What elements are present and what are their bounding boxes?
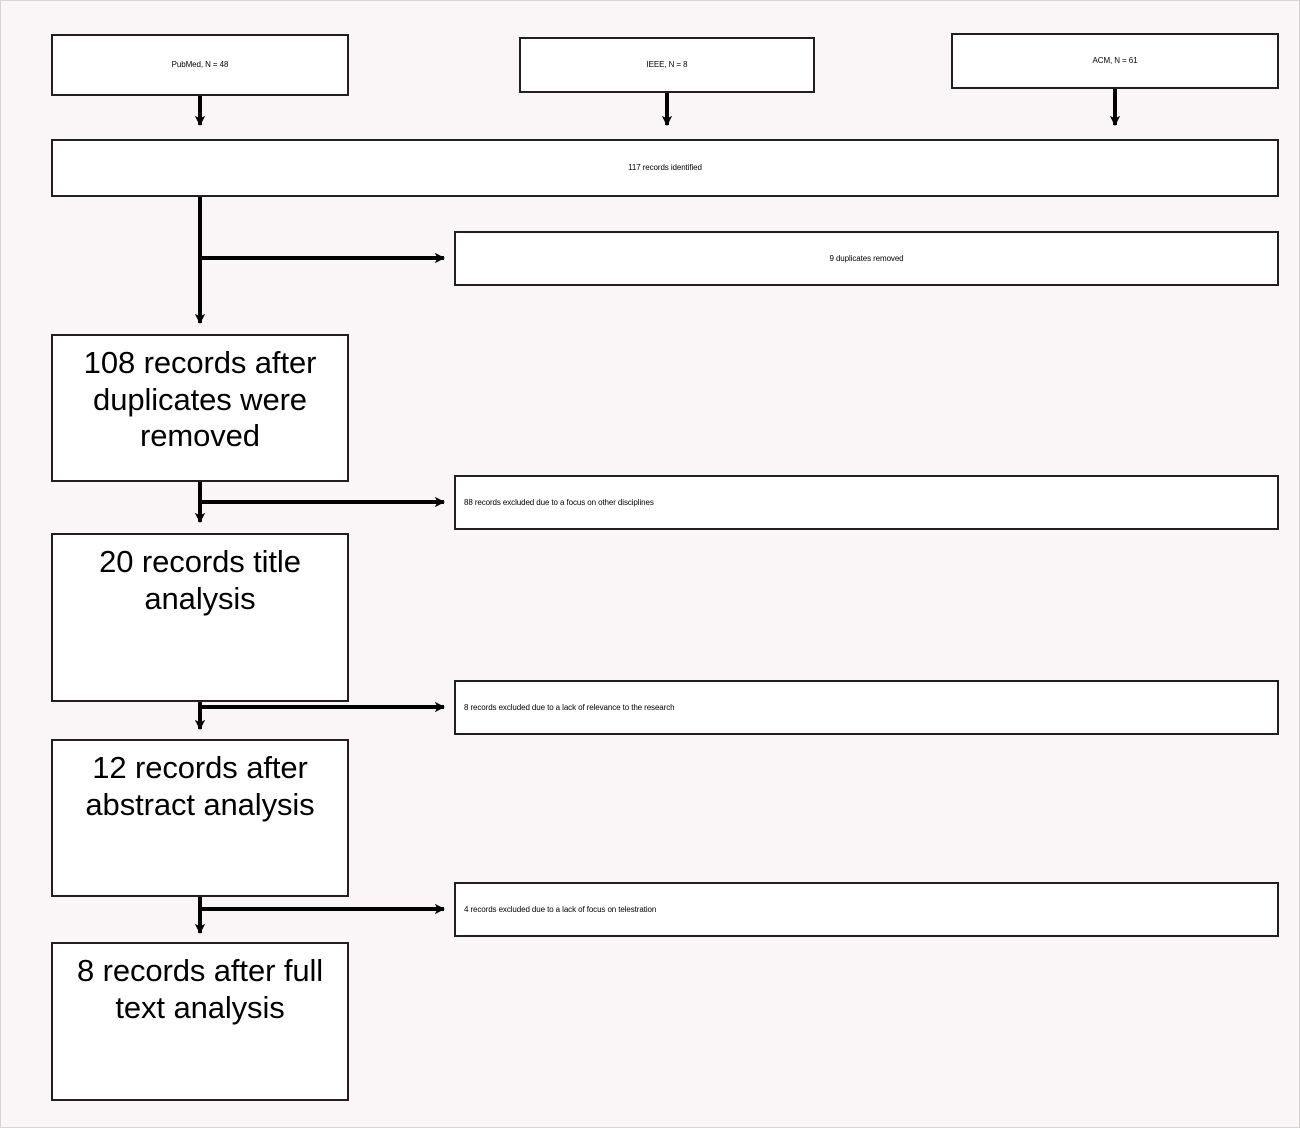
flow-label-abstract-analysis: 12 records after abstract analysis [85,750,315,822]
exclusion-label-excluded-no-relevance: 8 records excluded due to a lack of rele… [464,702,675,712]
flow-label-identified: 117 records identified [628,163,702,173]
flow-box-title-analysis: 20 records title analysis [51,533,349,702]
flow-box-identified: 117 records identified [51,139,1279,197]
source-label-pubmed: PubMed, N = 48 [171,60,229,70]
exclusion-box-duplicates-removed: 9 duplicates removed [454,231,1279,286]
flow-label-title-analysis: 20 records title analysis [99,544,301,616]
flow-box-full-text-analysis: 8 records after full text analysis [51,942,349,1101]
exclusion-box-excluded-other-disciplines: 88 records excluded due to a focus on ot… [454,475,1279,530]
source-box-acm: ACM, N = 61 [951,33,1279,89]
source-box-pubmed: PubMed, N = 48 [51,34,349,96]
source-label-acm: ACM, N = 61 [1092,56,1138,66]
exclusion-label-excluded-other-disciplines: 88 records excluded due to a focus on ot… [464,497,654,507]
flow-box-after-duplicates: 108 records after duplicates were remove… [51,334,349,482]
flow-label-full-text-analysis: 8 records after full text analysis [76,953,324,1025]
flow-label-after-duplicates: 108 records after duplicates were remove… [83,345,317,454]
source-label-ieee: IEEE, N = 8 [646,60,688,70]
exclusion-box-excluded-no-telestration: 4 records excluded due to a lack of focu… [454,882,1279,937]
source-box-ieee: IEEE, N = 8 [519,37,815,93]
exclusion-box-excluded-no-relevance: 8 records excluded due to a lack of rele… [454,680,1279,735]
exclusion-label-duplicates-removed: 9 duplicates removed [829,253,904,263]
flow-box-abstract-analysis: 12 records after abstract analysis [51,739,349,897]
exclusion-label-excluded-no-telestration: 4 records excluded due to a lack of focu… [464,904,657,914]
